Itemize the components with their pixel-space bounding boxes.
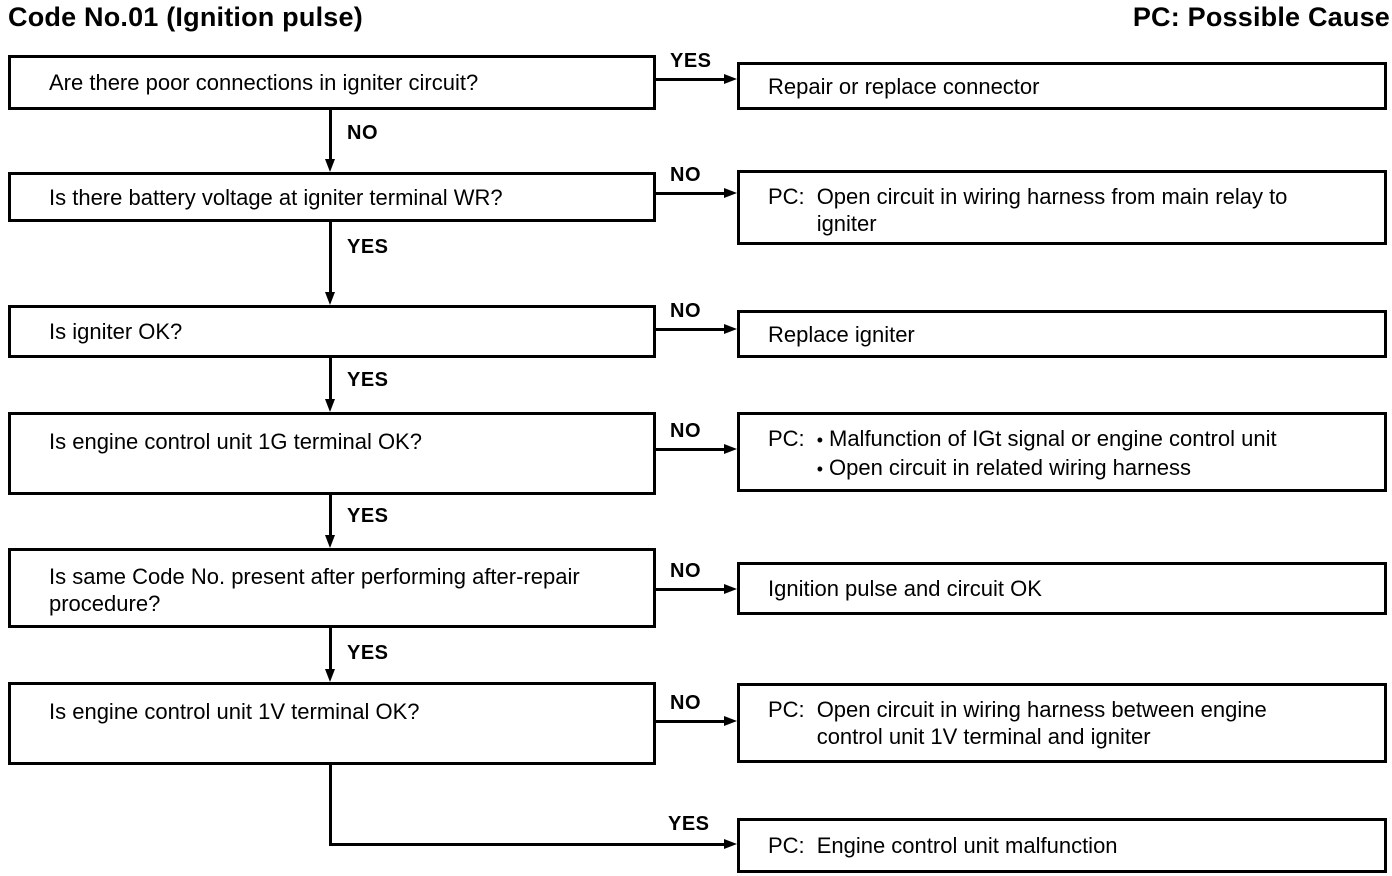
arrowhead-down-icon — [325, 292, 335, 305]
question-text-6: Is engine control unit 1V terminal OK? — [49, 699, 420, 724]
question-box-1: Are there poor connections in igniter ci… — [8, 55, 656, 110]
legend-pc-possible-cause: PC: Possible Cause — [1132, 2, 1390, 32]
question-box-6: Is engine control unit 1V terminal OK? — [8, 682, 656, 765]
question-text-4: Is engine control unit 1G terminal OK? — [49, 429, 422, 454]
branch-label-q4-down: YES — [347, 505, 389, 527]
result-text-2: Open circuit in wiring harness from main… — [816, 184, 1288, 236]
result-box-2: PC: Open circuit in wiring harness from … — [737, 170, 1387, 245]
question-text-1: Are there poor connections in igniter ci… — [49, 70, 479, 95]
result-box-3: Replace igniter — [737, 310, 1387, 358]
branch-line-q6-right — [656, 720, 726, 723]
page-title: Code No.01 (Ignition pulse) — [8, 2, 363, 32]
arrowhead-down-icon — [325, 669, 335, 682]
branch-line-q4-right — [656, 448, 726, 451]
branch-label-q5-down: YES — [347, 642, 389, 664]
result-text-3: Replace igniter — [768, 321, 915, 347]
result-bullet-text-1: Malfunction of IGt signal or engine cont… — [829, 426, 1277, 451]
branch-line-q2-down — [329, 222, 332, 293]
branch-line-q5-right — [656, 588, 726, 591]
branch-line-q1-down — [329, 110, 332, 160]
result-box-6: PC: Open circuit in wiring harness betwe… — [737, 683, 1387, 763]
result-text-7: Engine control unit malfunction — [816, 833, 1118, 858]
branch-label-q1-down: NO — [347, 122, 378, 144]
bullet-line-1: • Malfunction of IGt signal or engine co… — [817, 425, 1277, 454]
result-text-5: Ignition pulse and circuit OK — [768, 576, 1042, 601]
question-box-5: Is same Code No. present after performin… — [8, 548, 656, 628]
pc-prefix-7: PC: — [768, 833, 805, 858]
pc-prefix-6: PC: — [768, 697, 805, 722]
branch-label-q2-down: YES — [347, 236, 389, 258]
branch-line-q1-right — [656, 78, 726, 81]
bullet-icon: • — [816, 459, 823, 479]
question-box-3: Is igniter OK? — [8, 305, 656, 358]
branch-label-q6-down: YES — [668, 813, 710, 835]
result-bullet-list: • Malfunction of IGt signal or engine co… — [817, 425, 1277, 483]
arrowhead-right-icon — [724, 444, 737, 454]
result-box-7: PC: Engine control unit malfunction — [737, 818, 1387, 873]
arrowhead-down-icon — [325, 535, 335, 548]
result-box-4: PC: • Malfunction of IGt signal or engin… — [737, 412, 1387, 492]
branch-label-q3-down: YES — [347, 369, 389, 391]
arrowhead-right-icon — [724, 74, 737, 84]
branch-label-q5-right: NO — [670, 560, 701, 582]
arrowhead-down-icon — [325, 399, 335, 412]
result-text-6: Open circuit in wiring harness between e… — [816, 697, 1267, 749]
question-text-3: Is igniter OK? — [49, 319, 183, 344]
branch-line-q3-right — [656, 328, 726, 331]
bullet-icon: • — [816, 430, 823, 450]
result-text-1: Repair or replace connector — [768, 73, 1040, 99]
question-text-2: Is there battery voltage at igniter term… — [49, 184, 503, 210]
result-box-1: Repair or replace connector — [737, 62, 1387, 110]
bullet-line-2: • Open circuit in related wiring harness — [817, 454, 1277, 483]
branch-label-q6-right: NO — [670, 692, 701, 714]
branch-label-q4-right: NO — [670, 420, 701, 442]
branch-label-q1-right: YES — [670, 50, 712, 72]
arrowhead-right-icon — [724, 324, 737, 334]
branch-label-q2-right: NO — [670, 164, 701, 186]
arrowhead-right-icon — [724, 188, 737, 198]
question-text-5: Is same Code No. present after performin… — [49, 564, 580, 616]
branch-line-q6-down — [329, 765, 332, 846]
result-bullet-text-2: Open circuit in related wiring harness — [829, 455, 1191, 480]
branch-line-q3-down — [329, 358, 332, 400]
question-box-4: Is engine control unit 1G terminal OK? — [8, 412, 656, 495]
arrowhead-down-icon — [325, 159, 335, 172]
arrowhead-right-icon — [724, 839, 737, 849]
result-box-5: Ignition pulse and circuit OK — [737, 562, 1387, 615]
branch-line-q2-right — [656, 192, 726, 195]
branch-line-q5-down — [329, 628, 332, 670]
branch-label-q3-right: NO — [670, 300, 701, 322]
arrowhead-right-icon — [724, 584, 737, 594]
question-box-2: Is there battery voltage at igniter term… — [8, 172, 656, 222]
branch-line-q4-down — [329, 495, 332, 536]
pc-prefix-4: PC: — [768, 426, 805, 451]
arrowhead-right-icon — [724, 716, 737, 726]
branch-line-bottom — [329, 843, 726, 846]
pc-prefix-2: PC: — [768, 184, 805, 209]
